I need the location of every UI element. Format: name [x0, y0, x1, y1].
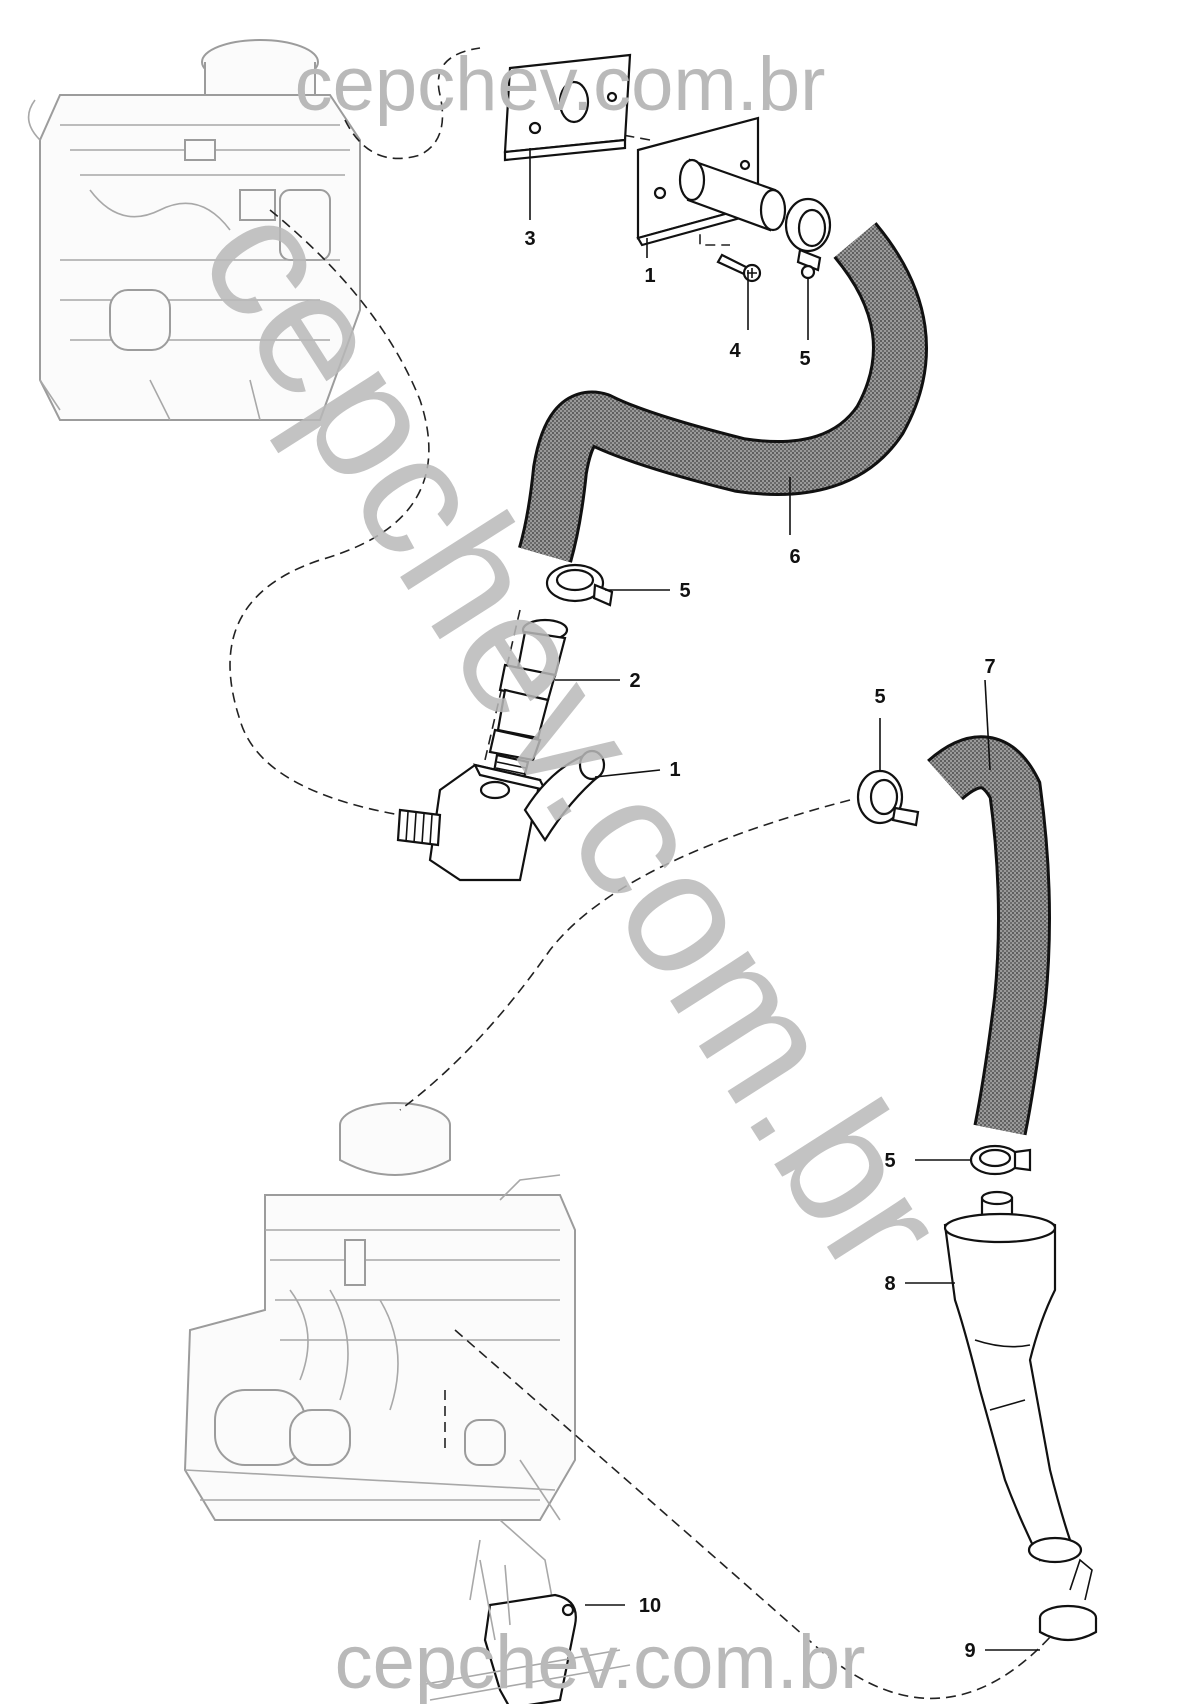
part-10-bracket: [419, 1559, 631, 1704]
part-2-fitting: [488, 618, 569, 780]
watermark-diagonal: cepchev.com.br: [163, 171, 984, 1307]
part-1-plate-tube: [636, 116, 787, 247]
callout-1-top: 1: [644, 265, 655, 287]
part-5-clamp-mid: [545, 563, 614, 607]
part-6-hose-fill: [520, 224, 925, 562]
routing-line-fitting-axis: [484, 609, 521, 761]
callout-5-mid: 5: [679, 580, 690, 602]
callout-4: 4: [729, 340, 741, 362]
callout-7: 7: [984, 656, 995, 678]
routing-line-engine-to-elbow: [229, 209, 430, 816]
part-5-clamp-lower: [969, 1144, 1032, 1176]
routing-line-engine-to-grommet: [454, 1329, 1066, 1700]
part-5-clamp-top: [784, 197, 832, 280]
callout-2: 2: [629, 670, 640, 692]
part-1-elbow-block: [396, 749, 606, 882]
part-9-grommet: [1038, 1558, 1098, 1642]
callout-6: 6: [789, 546, 800, 568]
callout-1-mid: 1: [669, 759, 680, 781]
engine-illustration-bottom: [183, 1102, 576, 1641]
callout-9: 9: [964, 1640, 975, 1662]
part-5-clamp-right: [856, 769, 920, 827]
routing-line-right-clamp-to-engine: [399, 799, 851, 1111]
callout-3: 3: [524, 228, 535, 250]
callout-8: 8: [884, 1273, 895, 1295]
routing-line-top-engine-to-plate: [344, 47, 481, 160]
callout-5-lower: 5: [884, 1150, 895, 1172]
watermark-bottom: cepchev.com.br: [335, 1620, 866, 1704]
callout-5-right: 5: [874, 686, 885, 708]
watermark-top: cepchev.com.br: [295, 42, 826, 127]
part-8-breather-pipe: [943, 1190, 1083, 1564]
leader-lines: [529, 148, 1040, 1651]
part-3-gasket: [503, 53, 632, 162]
part-4-screw: [716, 253, 762, 283]
callout-5-top: 5: [799, 348, 810, 370]
callout-labels: 3 1 4 5 6 5 2 1 5 7 5 8 9 10: [524, 228, 995, 1662]
engine-illustration-top: [27, 39, 361, 421]
callout-10: 10: [639, 1595, 661, 1617]
